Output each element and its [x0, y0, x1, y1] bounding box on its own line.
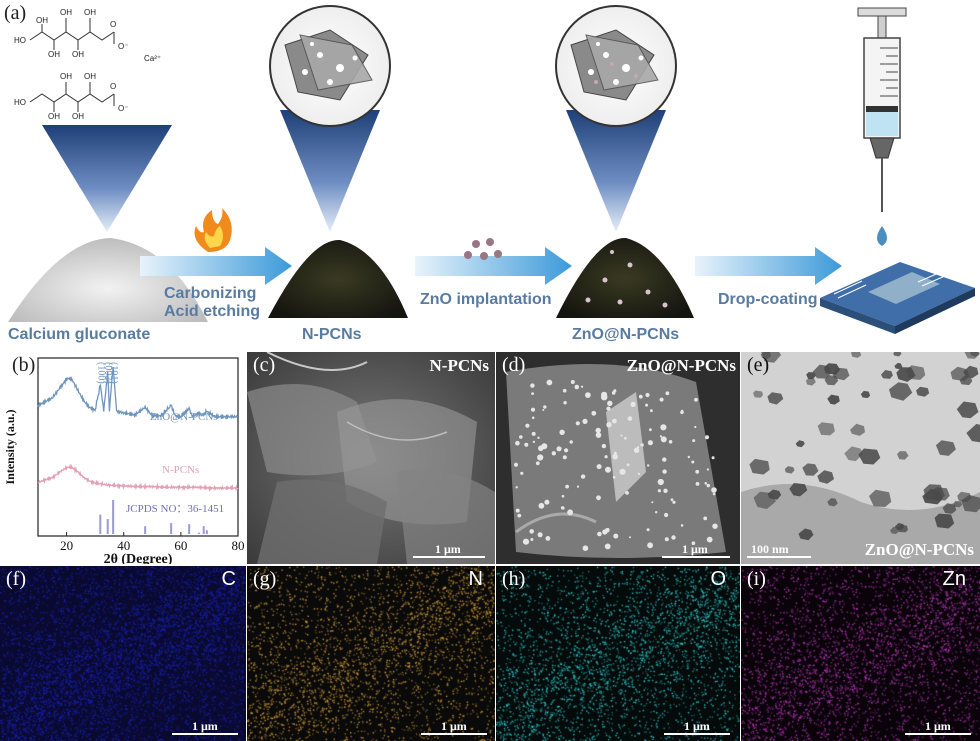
x-tick-label: 40: [117, 538, 130, 553]
peak-annotation: (100): [95, 362, 106, 384]
eds-map-c: (f) C 1 μm: [0, 566, 246, 741]
panel-letter-a: (a): [4, 2, 27, 24]
element-label-c: C: [221, 568, 236, 590]
panel-name-d: ZnO@N-PCNs: [626, 356, 736, 375]
scale-text-i: 1 μm: [925, 719, 951, 733]
chem-label: OH: [48, 50, 60, 59]
scale-text-c: 1 μm: [435, 542, 461, 556]
panel-name-c: N-PCNs: [429, 356, 490, 375]
sem-panel-d: (d) ZnO@N-PCNs 1 μm: [496, 352, 740, 564]
panel-letter-d: (d): [502, 354, 526, 376]
flame-icon: [194, 208, 232, 252]
scalebar-h: [664, 733, 730, 735]
schematic-graphics: [8, 5, 975, 334]
chem-label: O⁻: [118, 42, 129, 51]
panel-letter-f: (f): [6, 568, 26, 590]
element-label-zn: Zn: [942, 568, 966, 590]
x-tick-label: 60: [174, 538, 187, 553]
eds-map-zn: (i) Zn 1 μm: [741, 566, 980, 741]
chem-label: OH: [36, 16, 48, 25]
scalebar-g: [421, 733, 487, 735]
arrow-1: [140, 247, 292, 285]
chem-label: OH: [84, 8, 96, 17]
label-drop-coating: Drop-coating: [718, 291, 818, 308]
element-label-o: O: [710, 568, 726, 590]
gluconate-structure: [29, 18, 115, 112]
label-calcium-gluconate: Calcium gluconate: [8, 326, 151, 343]
arrow-3: [695, 247, 842, 285]
scalebar-d: [662, 556, 730, 558]
pile-zno-npcns: [556, 237, 694, 318]
chem-label: O⁻: [118, 104, 129, 113]
chem-label: OH: [84, 72, 96, 81]
scalebar-e: [747, 556, 811, 558]
x-axis-label: 2θ (Degree): [104, 552, 173, 564]
label-carbonizing: Carbonizing: [164, 285, 257, 302]
scale-text-g: 1 μm: [441, 719, 467, 733]
panel-letter-b: (b): [12, 354, 36, 376]
series-line-1: [37, 463, 239, 492]
eds-map-o: (h) O 1 μm: [496, 566, 740, 741]
label-npcns: N-PCNs: [302, 326, 362, 343]
series-line-0: [37, 367, 239, 421]
pile-npcns: [268, 239, 408, 318]
cone-3: [566, 110, 666, 232]
zno-particles-icon: [464, 238, 502, 260]
peak-annotation: (002): [103, 362, 114, 384]
magnified-circle-1: [269, 5, 391, 127]
series-label-0: ZnO@N-PCNs: [150, 411, 218, 423]
y-axis-label: Intensity (a.u.): [3, 409, 17, 484]
scale-text-e: 100 nm: [751, 542, 789, 556]
plot-frame: [37, 357, 239, 537]
peak-annotation: (101): [108, 362, 119, 384]
chem-label: O: [110, 82, 117, 91]
sensor-chip-icon: [820, 262, 975, 334]
x-tick-label: 80: [232, 538, 245, 553]
panel-letter-c: (c): [253, 354, 276, 376]
scale-text-d: 1 μm: [682, 542, 708, 556]
scalebar-c: [413, 556, 485, 558]
panel-letter-e: (e): [747, 354, 770, 376]
chem-label: OH: [72, 112, 84, 121]
element-label-n: N: [468, 568, 483, 590]
series-label-1: N-PCNs: [162, 464, 199, 476]
panel-letter-g: (g): [253, 568, 277, 590]
chem-label: OH: [60, 8, 72, 17]
scale-text-f: 1 μm: [192, 719, 218, 733]
x-tick-label: 20: [60, 538, 73, 553]
arrow-2: [415, 247, 572, 285]
sem-panel-c: (c) N-PCNs 1 μm: [247, 352, 495, 564]
chem-label: HO: [14, 98, 26, 107]
panel-letter-i: (i): [747, 568, 766, 590]
chem-label: HO: [14, 36, 26, 45]
eds-map-n: (g) N 1 μm: [247, 566, 495, 741]
chem-label: OH: [48, 112, 60, 121]
tem-panel-e: (e) ZnO@N-PCNs 100 nm: [741, 352, 980, 564]
chem-label: OH: [72, 50, 84, 59]
label-zno-implantation: ZnO implantation: [420, 291, 552, 308]
magnified-circle-2: [555, 5, 677, 127]
panel-letter-h: (h): [502, 568, 526, 590]
syringe-icon: [857, 7, 907, 246]
reference-label: JCPDS NO：36-1451: [126, 503, 224, 515]
cone-2: [280, 110, 380, 232]
cone-1: [42, 125, 172, 232]
scale-text-h: 1 μm: [684, 719, 710, 733]
label-acid-etching: Acid etching: [164, 303, 261, 320]
scalebar-f: [172, 733, 238, 735]
chem-label: O: [110, 20, 117, 29]
panel-name-e: ZnO@N-PCNs: [864, 540, 974, 559]
chem-label: OH: [60, 72, 72, 81]
scalebar-i: [905, 733, 971, 735]
label-zno-npcns: ZnO@N-PCNs: [572, 326, 680, 343]
chem-label: Ca²⁺: [144, 54, 162, 63]
